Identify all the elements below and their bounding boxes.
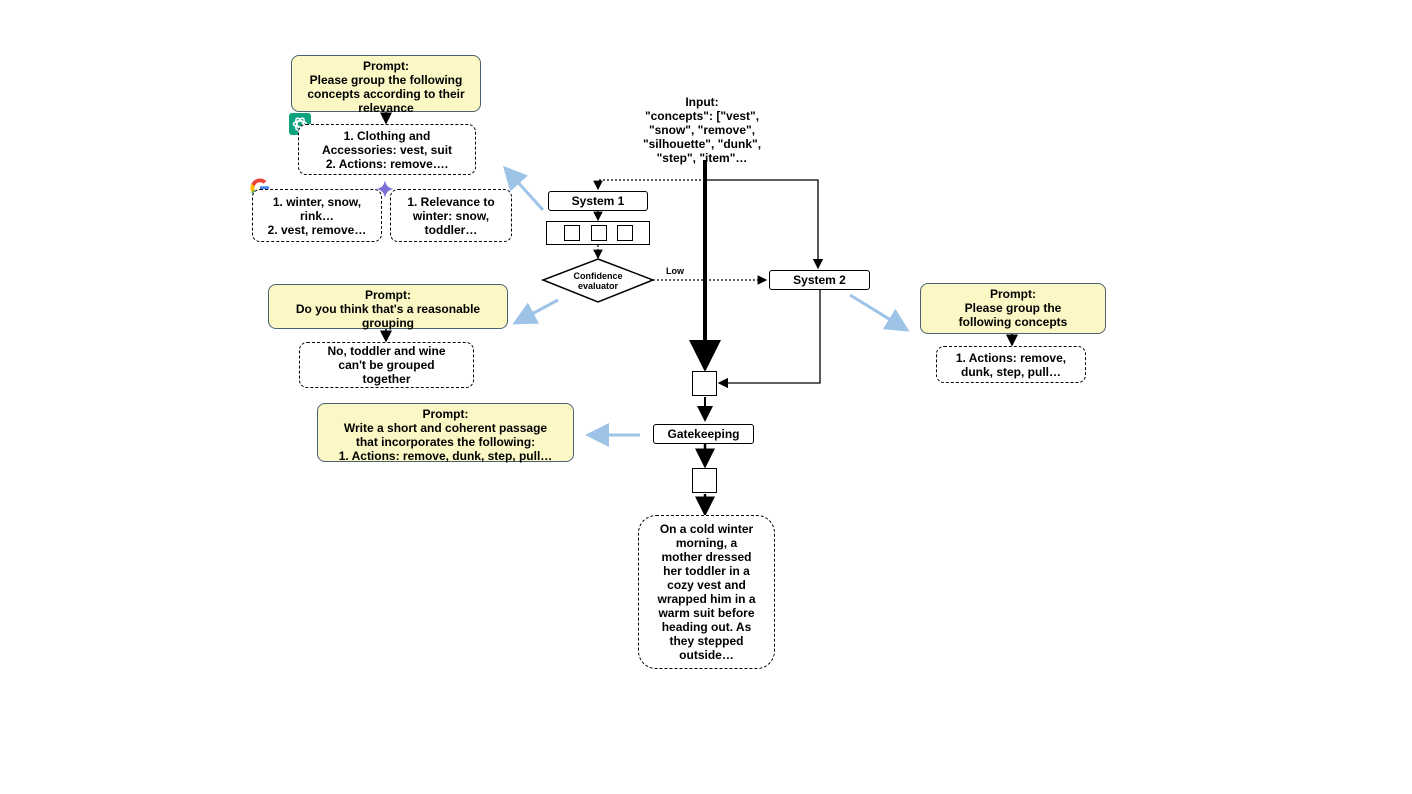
input-text: Input: "concepts": ["vest", "snow", "rem… — [642, 95, 762, 165]
prompt-group-simple: Prompt: Please group the following conce… — [920, 283, 1106, 334]
system2-box: System 2 — [769, 270, 870, 290]
gpt-answer: 1. Clothing and Accessories: vest, suit … — [298, 124, 476, 175]
reasonable-answer: No, toddler and wine can't be grouped to… — [299, 342, 474, 388]
system2-answer: 1. Actions: remove, dunk, step, pull… — [936, 346, 1086, 383]
merge-box — [692, 371, 717, 396]
blue-arrow-system2 — [849, 293, 910, 332]
low-label: Low — [666, 266, 684, 276]
output-gate-box — [692, 468, 717, 493]
confidence-diamond — [540, 258, 656, 303]
system2-label: System 2 — [793, 273, 846, 287]
queue-slot — [564, 225, 580, 241]
system1-queue — [546, 221, 650, 245]
input-to-system1 — [593, 179, 705, 191]
queue-slot — [591, 225, 607, 241]
system1-label: System 1 — [571, 194, 625, 208]
gatekeeping-box: Gatekeeping — [653, 424, 754, 444]
prompt-group-relevance: Prompt: Please group the following conce… — [291, 55, 481, 115]
confidence-label: Confidence evaluator — [573, 271, 623, 291]
input-to-system2 — [705, 179, 824, 270]
google-answer: 1. winter, snow, rink… 2. vest, remove… — [252, 189, 382, 242]
blue-arrow-confidence — [512, 298, 559, 325]
passage-output: On a cold winter morning, a mother dress… — [638, 515, 775, 669]
gatekeeping-label: Gatekeeping — [667, 427, 740, 441]
system2-to-merge — [717, 290, 821, 389]
prompt-passage: Prompt: Write a short and coherent passa… — [317, 403, 574, 463]
system1-box: System 1 — [548, 191, 648, 211]
queue-slot — [617, 225, 633, 241]
blue-arrow-system1 — [502, 165, 545, 212]
prompt-reasonable: Prompt: Do you think that's a reasonable… — [268, 284, 508, 330]
gemini-answer: 1. Relevance to winter: snow, toddler… — [390, 189, 512, 242]
